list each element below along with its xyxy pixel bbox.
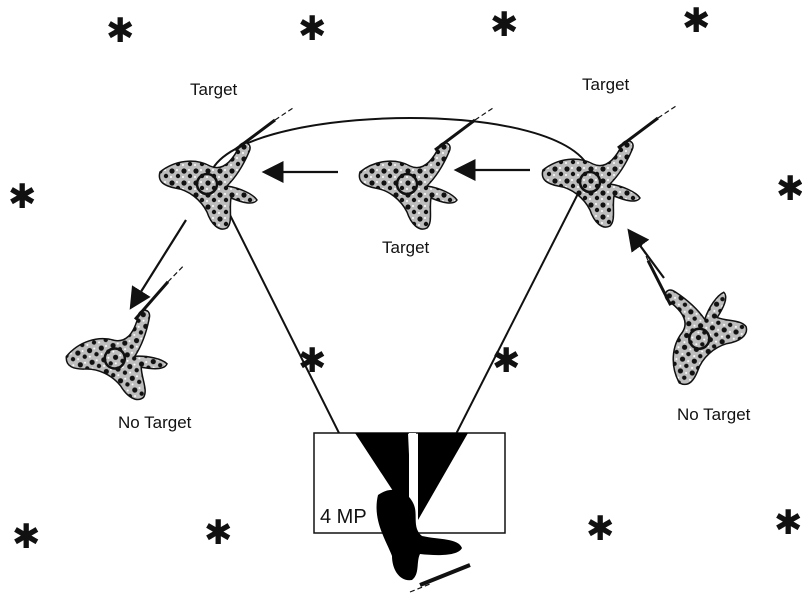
star-marker: ✱ (682, 1, 711, 41)
star-marker: ✱ (8, 177, 37, 217)
label-no-target-right: No Target (677, 405, 751, 424)
star-marker: ✱ (490, 5, 519, 45)
sight-arc (209, 117, 591, 176)
label-target-right: Target (582, 75, 630, 94)
star-marker: ✱ (298, 341, 327, 381)
soldier-target-left (157, 106, 295, 231)
arrow-left-to-no-target (129, 219, 187, 310)
sight-shadow-right (418, 433, 468, 520)
soldier-no-target-left (50, 264, 210, 414)
soldier-no-target-right (614, 239, 761, 395)
arrow-no-target-to-right (627, 228, 665, 279)
firing-box-label: 4 MP (320, 506, 367, 528)
star-marker: ✱ (776, 169, 802, 209)
star-marker: ✱ (204, 513, 233, 553)
soldier-target-center (357, 106, 495, 231)
label-target-center: Target (382, 238, 430, 257)
label-no-target-left: No Target (118, 413, 192, 432)
star-marker: ✱ (298, 9, 327, 49)
star-marker: ✱ (586, 509, 615, 549)
soldier-target-right (540, 104, 678, 229)
firer-soldier (376, 489, 471, 593)
sight-gap (409, 433, 416, 523)
star-marker: ✱ (106, 11, 135, 51)
star-marker: ✱ (492, 341, 521, 381)
label-target-left: Target (190, 80, 238, 99)
star-marker: ✱ (12, 517, 41, 557)
star-markers: ✱ ✱ ✱ ✱ ✱ ✱ ✱ ✱ ✱ ✱ ✱ ✱ (8, 1, 802, 557)
star-marker: ✱ (774, 503, 802, 543)
